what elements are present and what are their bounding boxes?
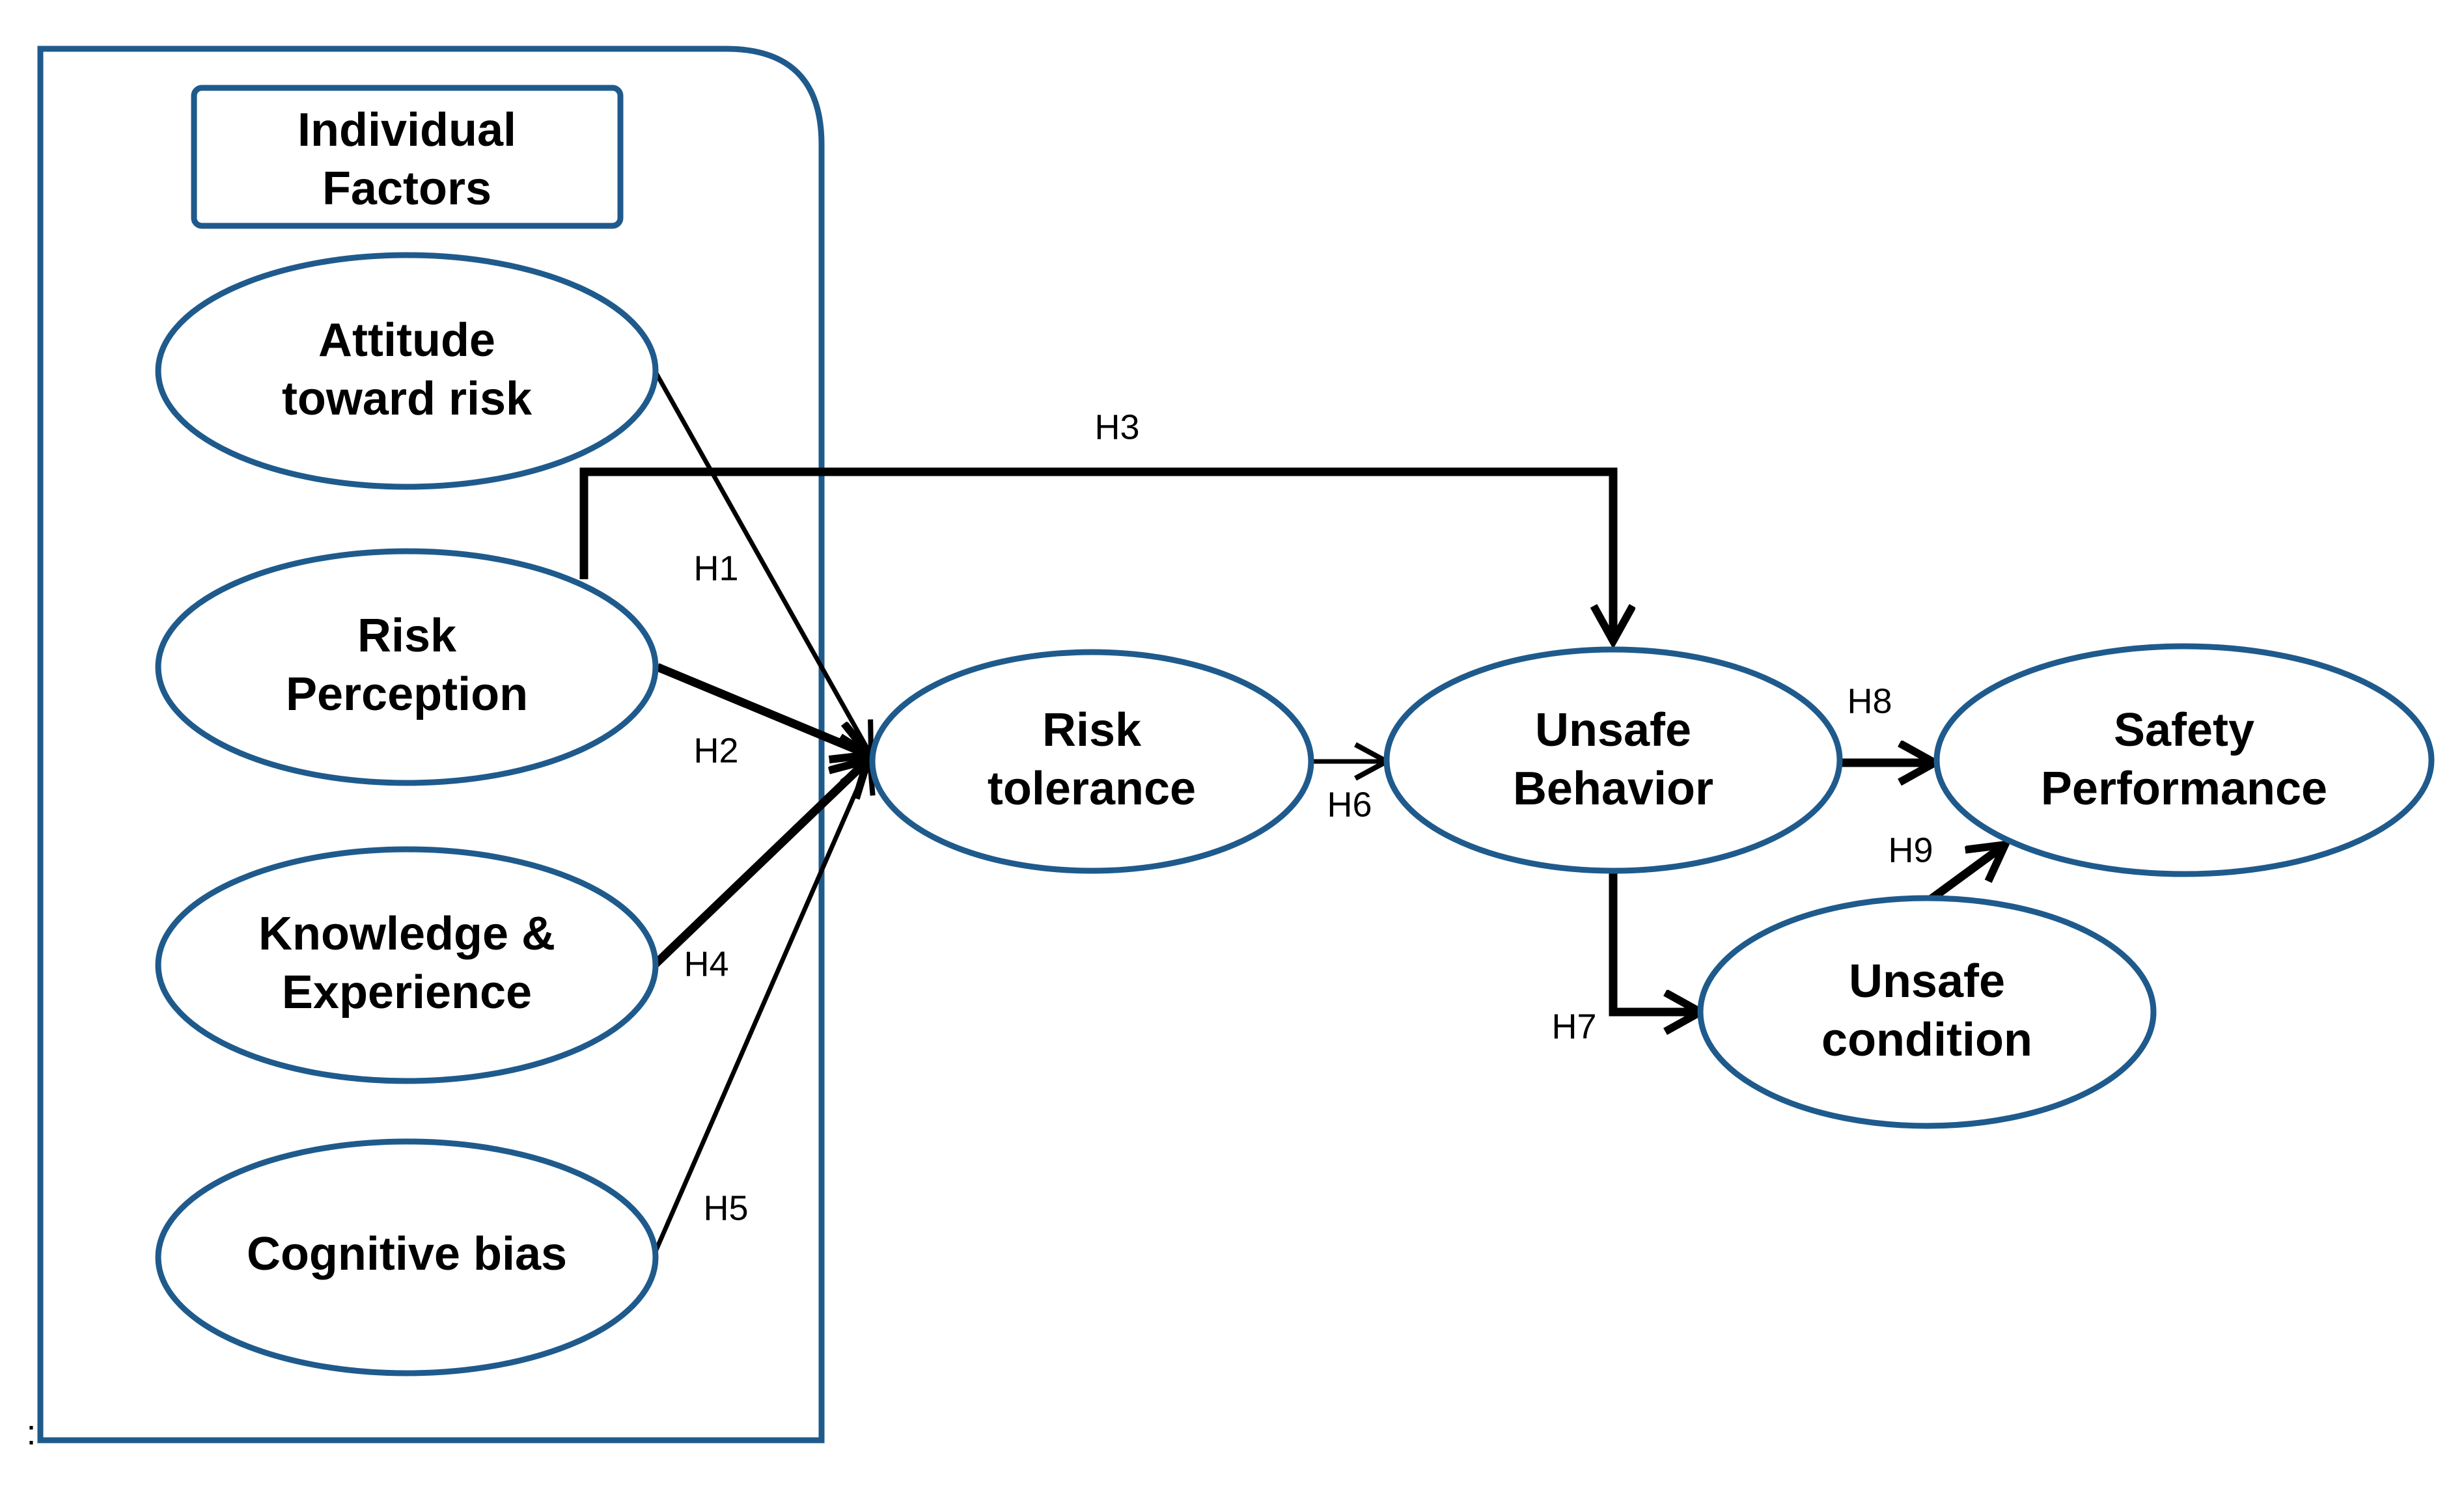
- node-condition-line-1: Unsafe: [1849, 955, 2005, 1007]
- node-risk-tolerance: Risk tolerance: [869, 649, 1314, 874]
- node-cognitive-bias: Cognitive bias: [155, 1138, 659, 1376]
- edge-h5-bias-to-tolerance: [650, 755, 876, 1259]
- edge-h1-attitude-to-tolerance: [652, 370, 874, 760]
- node-tolerance-line-1: Risk: [1042, 704, 1142, 756]
- node-risk-perception: Risk Perception: [155, 548, 659, 786]
- edge-label-h6: H6: [1327, 785, 1372, 824]
- edge-label-h4: H4: [684, 944, 728, 983]
- individual-factors-title-box: Individual Factors: [191, 85, 624, 229]
- node-performance-line-1: Safety: [2114, 704, 2254, 756]
- edge-label-h3: H3: [1094, 407, 1139, 446]
- node-condition-line-2: condition: [1821, 1014, 2032, 1066]
- node-knowledge-experience: Knowledge & Experience: [155, 846, 659, 1084]
- edge-label-h9: H9: [1888, 830, 1933, 869]
- edge-label-h7: H7: [1551, 1007, 1596, 1046]
- edge-label-h2: H2: [693, 731, 738, 770]
- node-unsafe-behavior: Unsafe Behavior: [1383, 646, 1843, 874]
- node-tolerance-line-2: tolerance: [988, 763, 1196, 815]
- group-title-line-2: Factors: [322, 163, 491, 215]
- edge-h7-behavior-to-condition: [1609, 869, 1700, 1012]
- edge-h4-knowledge-to-tolerance: [651, 760, 868, 968]
- node-safety-performance: Safety Performance: [1933, 643, 2435, 877]
- corner-footnote: :: [26, 1413, 36, 1452]
- node-attitude-line-1: Attitude: [318, 314, 495, 366]
- node-performance-line-2: Performance: [2041, 763, 2327, 815]
- edge-h3-perception-to-behavior: [579, 467, 1613, 641]
- node-perception-line-2: Perception: [286, 668, 528, 720]
- node-perception-line-1: Risk: [357, 610, 457, 662]
- node-attitude-toward-risk: Attitude toward risk: [155, 252, 659, 490]
- node-behavior-line-2: Behavior: [1513, 763, 1713, 815]
- node-bias-line-1: Cognitive bias: [247, 1228, 567, 1280]
- node-attitude-line-2: toward risk: [282, 373, 533, 425]
- node-knowledge-line-1: Knowledge &: [258, 908, 555, 960]
- node-knowledge-line-2: Experience: [282, 966, 532, 1019]
- node-behavior-line-1: Unsafe: [1535, 704, 1691, 756]
- edge-label-h5: H5: [703, 1188, 748, 1227]
- edge-label-h1: H1: [693, 549, 738, 588]
- individual-factors-frame: [37, 46, 825, 1443]
- edge-h2-perception-to-tolerance: [656, 663, 869, 755]
- edge-h9-condition-to-performance: [1927, 845, 2005, 904]
- group-title-line-1: Individual: [298, 104, 516, 156]
- edge-label-h8: H8: [1847, 681, 1892, 720]
- node-unsafe-condition: Unsafe condition: [1697, 895, 2157, 1129]
